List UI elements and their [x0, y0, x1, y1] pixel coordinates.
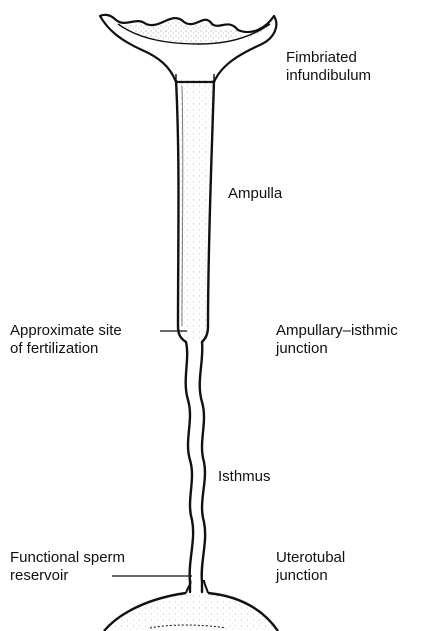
label-fimbriated-infundibulum: Fimbriated infundibulum	[286, 49, 371, 85]
label-uterotubal-junction: Uterotubal junction	[276, 549, 345, 585]
label-line: Fimbriated	[286, 49, 371, 67]
ampulla-shape	[176, 80, 214, 342]
label-text: Ampulla	[228, 185, 282, 202]
label-line: of fertilization	[10, 340, 122, 358]
label-functional-sperm-reservoir: Functional sperm reservoir	[10, 549, 125, 585]
label-line: Approximate site	[10, 322, 122, 340]
isthmus-shape	[186, 342, 205, 592]
label-line: junction	[276, 340, 398, 358]
label-ampullary-isthmic-junction: Ampullary–isthmic junction	[276, 322, 398, 358]
label-line: Uterotubal	[276, 549, 345, 567]
label-ampulla: Ampulla	[228, 185, 282, 203]
label-line: junction	[276, 567, 345, 585]
label-line: Ampullary–isthmic	[276, 322, 398, 340]
label-text: Isthmus	[218, 468, 271, 485]
label-line: Functional sperm	[10, 549, 125, 567]
label-line: infundibulum	[286, 67, 371, 85]
label-line: reservoir	[10, 567, 125, 585]
label-isthmus: Isthmus	[218, 468, 271, 486]
label-fertilization-site: Approximate site of fertilization	[10, 322, 122, 358]
infundibulum-shape	[100, 15, 276, 82]
